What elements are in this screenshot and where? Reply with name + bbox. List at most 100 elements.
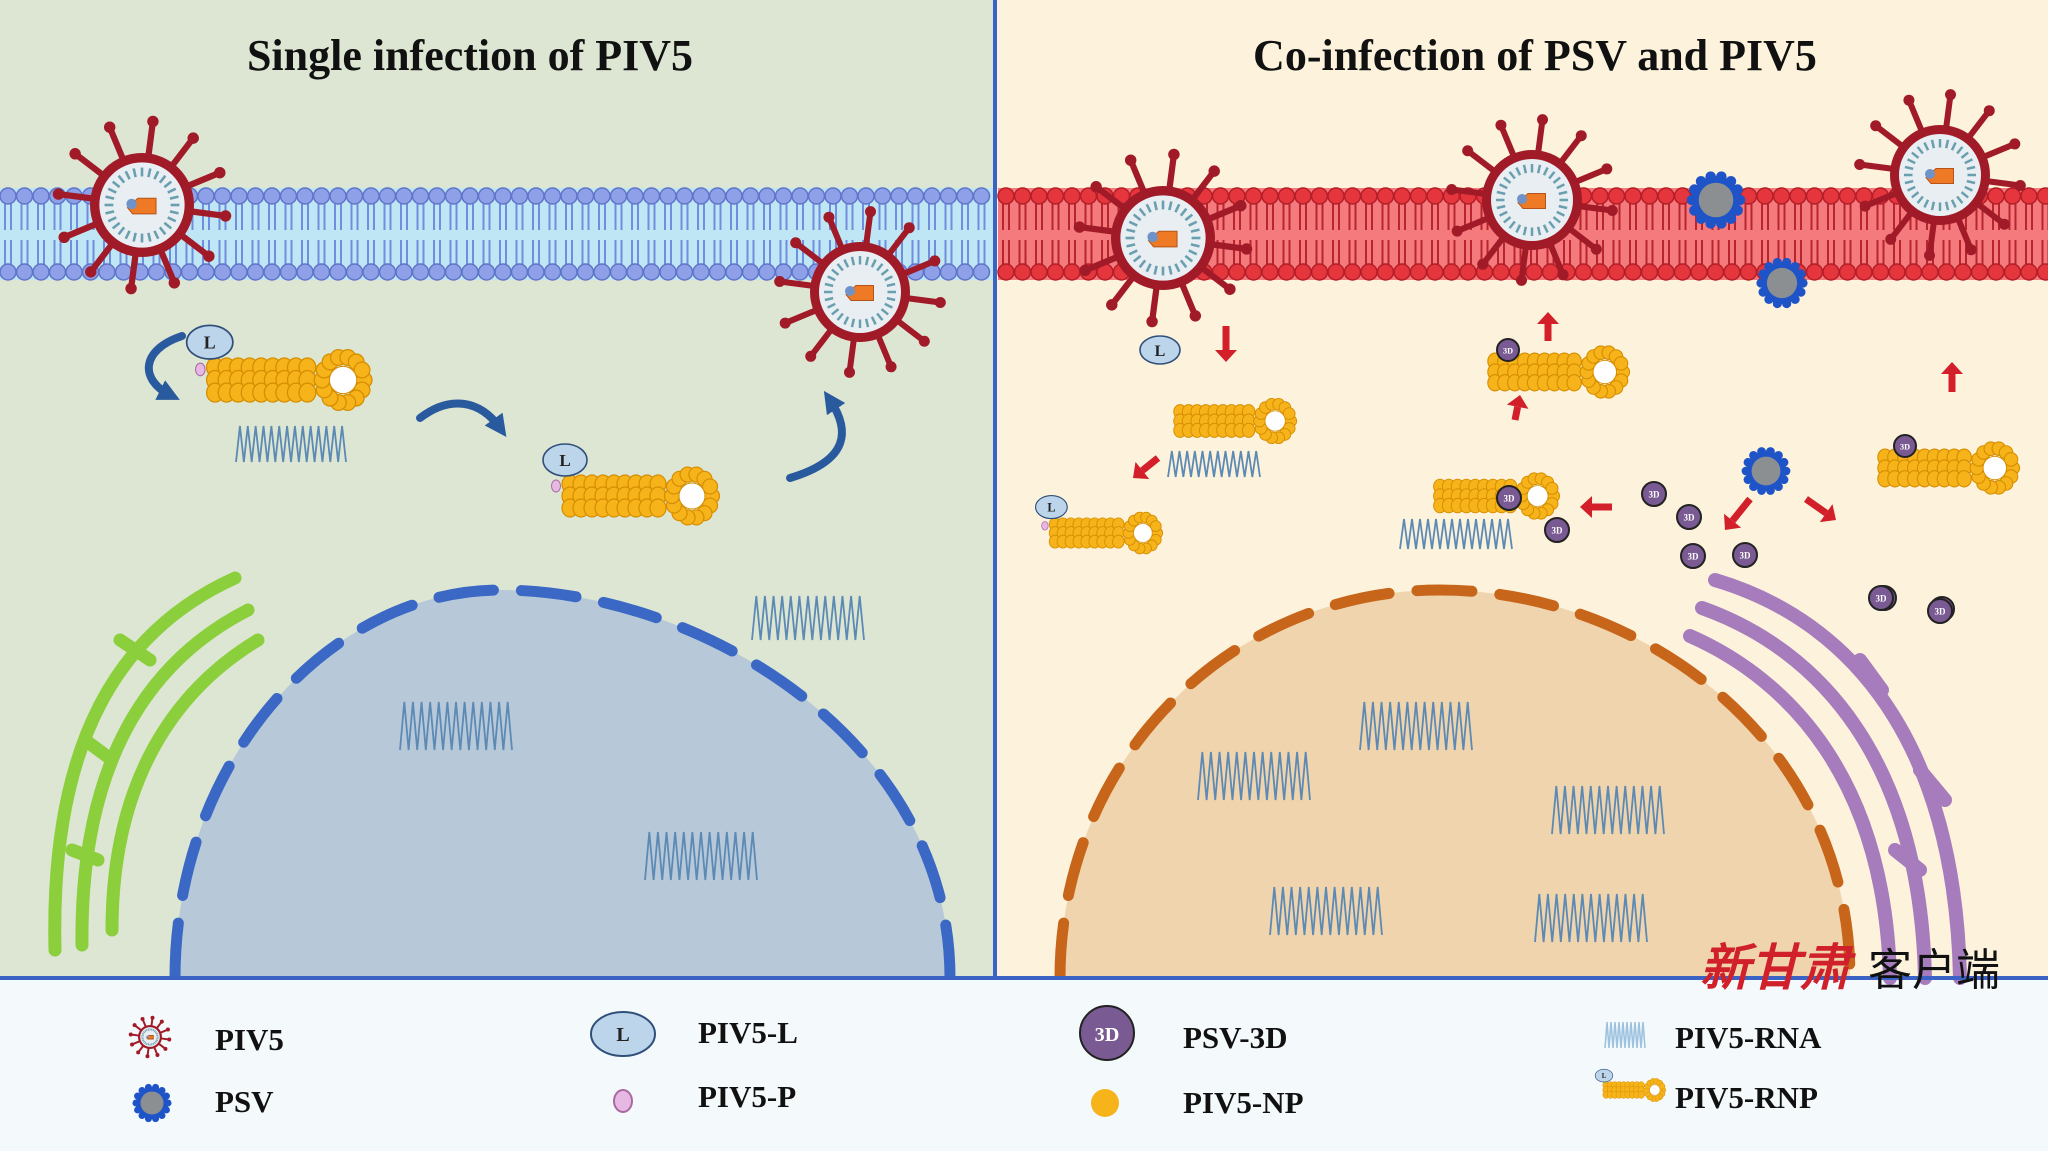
- watermark-brand: 新甘肃: [1700, 938, 1856, 997]
- legend-icon-psv-3d: 3D: [1079, 1005, 1135, 1061]
- left-nuclear-envelope: [169, 584, 956, 978]
- svg-text:L: L: [1602, 1073, 1607, 1080]
- piv5-rna-left-nucleus-2: [644, 831, 758, 881]
- piv5-p-protein: [551, 479, 561, 493]
- piv5-p-protein: [1041, 521, 1049, 531]
- legend-icon-piv5-rnp: L: [1594, 1068, 1667, 1102]
- psv-3d-protein: 3D: [1732, 542, 1758, 568]
- piv5-rna-left-near-nucleus: [751, 595, 865, 641]
- psv-3d-protein: 3D: [1496, 485, 1522, 511]
- legend-label-piv5-rna: PIV5-RNA: [1675, 1020, 1822, 1055]
- arrow-blue-assembly: [786, 390, 846, 482]
- legend-panel: [0, 978, 2048, 1151]
- right-endoplasmic-reticulum: [1683, 573, 1967, 985]
- psv-particle-cytoplasm: [1741, 447, 1791, 495]
- psv-3d-protein: 3D: [1676, 504, 1702, 530]
- piv5-l-protein: L: [542, 443, 588, 477]
- right-panel-title: Co-infection of PSV and PIV5: [1253, 31, 1817, 80]
- piv5-virion-budding: [774, 206, 946, 378]
- arrow-psv-left: [1723, 496, 1753, 530]
- arrow-blue-uncoat: [144, 332, 186, 400]
- svg-text:3D: 3D: [1552, 526, 1564, 536]
- psv-particle-membrane-2: [1756, 257, 1808, 309]
- psv-3d-protein: 3D: [1927, 598, 1953, 624]
- rna-layer: [235, 425, 1665, 943]
- arrow-up-2: [1537, 312, 1559, 341]
- piv5-virion-right-2: [1446, 114, 1618, 286]
- svg-text:3D: 3D: [1503, 346, 1513, 355]
- legend-icon-piv5-rna: [1604, 1021, 1646, 1049]
- svg-text:L: L: [1155, 343, 1166, 360]
- svg-text:3D: 3D: [1935, 607, 1947, 617]
- piv5-l-protein: L: [185, 324, 234, 360]
- piv5-rnp-right-2: L: [1034, 494, 1164, 555]
- svg-text:3D: 3D: [1876, 594, 1888, 604]
- piv5-virion-right-3: [1854, 89, 2026, 261]
- legend-label-psv-3d: PSV-3D: [1183, 1020, 1287, 1055]
- legend-label-psv: PSV: [215, 1084, 274, 1119]
- psv-3d-protein: 3D: [1868, 585, 1894, 611]
- arrow-psv-right: [1803, 496, 1836, 523]
- svg-text:L: L: [559, 451, 570, 470]
- left-panel-title: Single infection of PIV5: [247, 31, 693, 80]
- arrow-to-replication: [1133, 455, 1161, 480]
- legend-label-piv5-rnp: PIV5-RNP: [1675, 1080, 1818, 1115]
- piv5-rnp-right-4: [1487, 345, 1631, 399]
- arrow-up-1: [1506, 395, 1529, 421]
- piv5-rna-right-nucleus-3: [1551, 785, 1665, 835]
- svg-text:3D: 3D: [1740, 551, 1752, 561]
- svg-text:L: L: [204, 333, 216, 353]
- watermark-suffix: 客户端: [1868, 945, 2000, 996]
- legend-icon-piv5-np: [1091, 1089, 1119, 1117]
- svg-text:3D: 3D: [1095, 1024, 1120, 1046]
- piv5-rnp-left-2: L: [542, 443, 721, 526]
- psv-layer: 3D3D3D3D3D3D3D3D3D3D3D3D: [1496, 171, 1955, 624]
- legend-icon-piv5: [128, 1015, 172, 1059]
- svg-text:L: L: [1047, 500, 1055, 514]
- svg-text:L: L: [616, 1024, 629, 1046]
- arrow-3d-to-rnp: [1580, 496, 1612, 518]
- piv5-p-protein: [195, 362, 206, 377]
- legend-label-piv5-np: PIV5-NP: [1183, 1085, 1304, 1120]
- piv5-rna-right-cytoplasm-2: [1399, 518, 1513, 550]
- legend-icon-piv5-p: [613, 1089, 633, 1113]
- svg-text:3D: 3D: [1684, 513, 1696, 523]
- piv5-rna-right-nucleus-1: [1359, 701, 1473, 751]
- piv5-l-protein: L: [1034, 494, 1068, 520]
- piv5-rna-right-nucleus-5: [1534, 893, 1648, 943]
- left-endoplasmic-reticulum: [48, 571, 265, 957]
- arrow-entry-down: [1215, 326, 1237, 362]
- piv5-virion-entering-right: [1073, 148, 1253, 328]
- watermark: 新甘肃 客户端: [1700, 938, 2000, 997]
- psv-3d-protein: 3D: [1496, 338, 1520, 362]
- piv5-l-protein: L: [1594, 1068, 1614, 1083]
- piv5-rna-right-cytoplasm-1: [1167, 450, 1261, 478]
- psv-particle-membrane-1: [1686, 171, 1746, 229]
- svg-text:3D: 3D: [1649, 490, 1661, 500]
- piv5-rna-left-nucleus-1: [399, 701, 513, 751]
- piv5-rnp-left-1: L: [185, 324, 373, 412]
- psv-3d-protein: 3D: [1680, 543, 1706, 569]
- arrow-up-right: [1941, 362, 1963, 392]
- right-nuclear-envelope: [1054, 584, 1856, 978]
- legend-label-piv5: PIV5: [215, 1022, 284, 1057]
- right-nucleus: [1060, 590, 1850, 978]
- psv-3d-protein: 3D: [1893, 434, 1917, 458]
- svg-text:3D: 3D: [1504, 494, 1516, 504]
- piv5-rna-left-cytoplasm: [235, 425, 347, 463]
- arrow-blue-transport: [416, 399, 507, 437]
- psv-3d-protein: 3D: [1544, 517, 1570, 543]
- arrow-layer: [144, 312, 1963, 530]
- piv5-rna-right-nucleus-4: [1269, 886, 1383, 936]
- piv5-l-protein: L: [1139, 335, 1181, 365]
- left-nucleus: [175, 590, 950, 978]
- piv5-virion-entering: [52, 115, 232, 295]
- legend-label-piv5-l: PIV5-L: [698, 1015, 798, 1050]
- piv5-rna-right-nucleus-2: [1197, 751, 1311, 801]
- legend-icon-psv: [132, 1083, 172, 1123]
- piv5-rnp-right-1: [1173, 397, 1298, 445]
- legend-label-piv5-p: PIV5-P: [698, 1079, 796, 1114]
- legend-icon-piv5-l: L: [590, 1011, 656, 1057]
